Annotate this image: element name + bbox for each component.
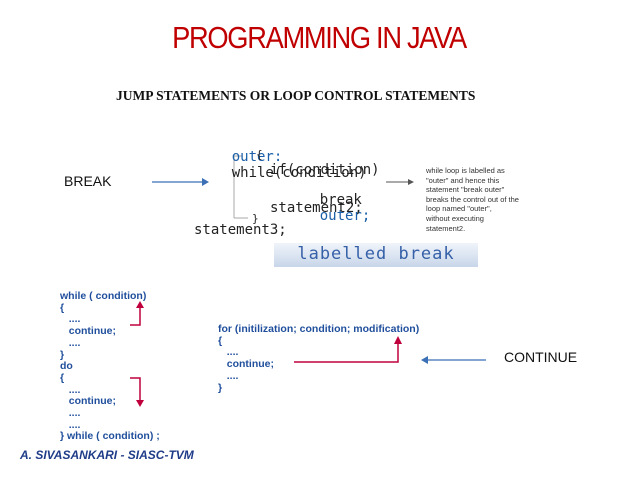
statement2-code: statement2; [270,200,363,216]
code-line: .... [60,407,81,420]
note-line: loop named "outer", [426,204,492,214]
footer-author: A. SIVASANKARI - SIASC-TVM [20,448,194,462]
code-line: continue; [60,395,116,408]
code-line: { [218,334,223,347]
brace-open: { [256,148,263,161]
statement3-code: statement3; [194,222,287,238]
for-code-block: for (initilization; condition; modificat… [218,323,420,394]
note-line: while loop is labelled as [426,166,505,175]
note-arrow-icon [386,179,414,185]
note-line: "outer" and hence this [426,175,500,185]
page-title: PROGRAMMING IN JAVA [172,20,467,55]
while-do-code-block: while ( condition) { .... continue; ....… [60,290,160,443]
code-line: .... [60,336,81,349]
continue-flow-arrows-icon [130,301,144,407]
explanation-note: while loop is labelled as "outer" and he… [426,166,606,233]
code-line: .... [60,418,81,431]
note-line: statement "break outer" [426,185,505,195]
code-line: continue; [218,358,274,371]
while-condition-code: while(condition) [231,165,367,181]
break-label: BREAK [64,173,112,189]
labelled-break-figure: outer: while(condition) { if(condition) … [190,132,610,272]
code-line: } [60,348,65,361]
code-line: for (initilization; condition; modificat… [218,323,420,335]
break-target: outer; [319,208,371,224]
outer-label: outer: [231,149,283,165]
code-line: { [60,301,65,314]
labelled-break-caption-box: labelled break [274,243,478,267]
code-line: .... [218,346,239,359]
code-line: .... [60,313,81,326]
break-arrow-icon [152,178,209,186]
labelled-break-caption: labelled break [297,244,455,264]
note-line: breaks the control out of the [426,194,519,204]
brace-close: } [252,212,259,225]
loop-bracket [233,155,248,219]
note-line: statement2. [426,223,466,233]
code-line: .... [218,369,239,382]
note-line: without executing [426,213,484,223]
code-line: } [218,381,223,394]
break-keyword: break [319,192,362,208]
code-line: { [60,371,65,384]
for-continue-arrow-icon [294,336,402,363]
subtitle: JUMP STATEMENTS OR LOOP CONTROL STATEMEN… [116,88,476,103]
code-line: .... [60,383,81,396]
code-line: while ( condition) [60,290,147,302]
continue-label: CONTINUE [504,349,578,365]
code-line: continue; [60,325,116,338]
code-line: } while ( condition) ; [60,430,160,443]
code-line: do [60,360,73,373]
continue-arrow-icon [421,356,486,364]
if-condition-code: if(condition) [270,162,380,178]
